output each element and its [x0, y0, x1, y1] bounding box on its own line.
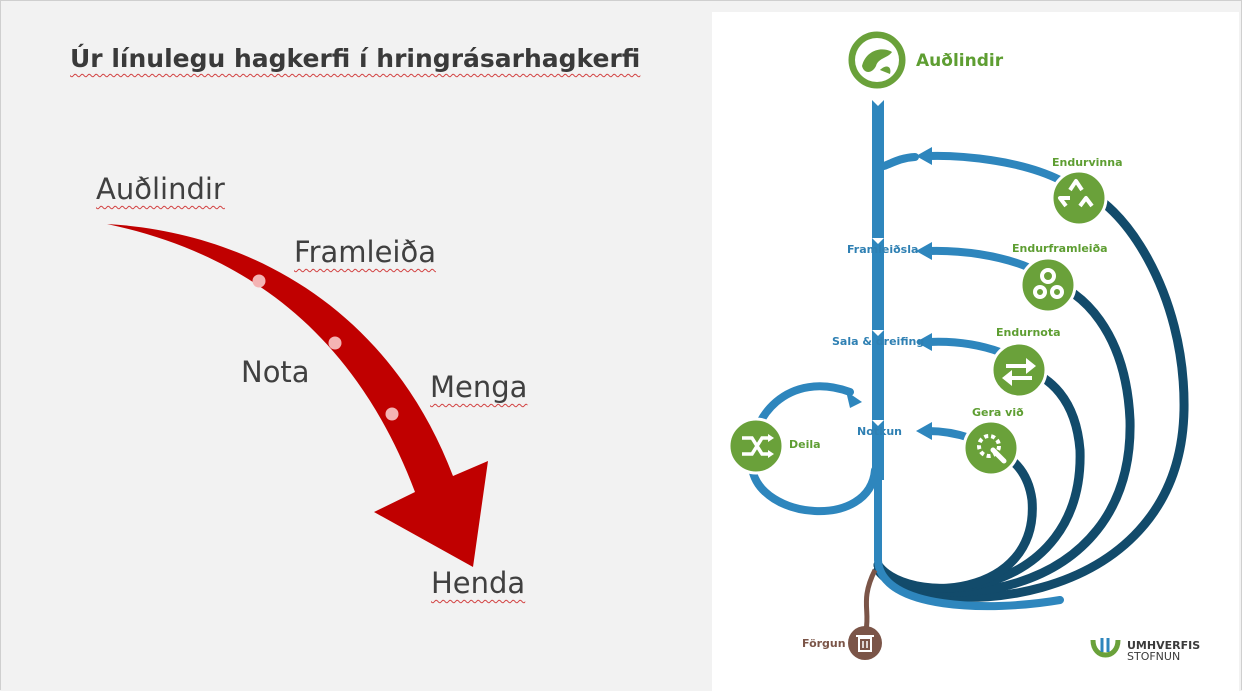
arc-remanufacture — [924, 246, 1034, 272]
word-resources: Auðlindir — [96, 172, 225, 206]
word-pollute: Menga — [430, 370, 528, 404]
bottom-return — [874, 466, 1064, 611]
circular-diagram-panel: Auðlindir Endurvinna Endurframleiða Endu… — [712, 12, 1239, 691]
share-label: Deila — [789, 438, 821, 451]
circular-diagram: Auðlindir Endurvinna Endurframleiða Endu… — [727, 28, 1200, 663]
stage-markers — [872, 238, 884, 426]
logo-line2: STOFNUN — [1127, 650, 1180, 663]
trash-icon — [848, 626, 882, 660]
loop-reuse — [873, 363, 1085, 593]
gears-icon — [1019, 256, 1077, 314]
arc-repair — [924, 427, 974, 442]
word-discard: Henda — [431, 566, 526, 600]
arc-reuse — [924, 337, 1004, 356]
recycle-label: Endurvinna — [1052, 156, 1123, 169]
resources-icon — [845, 28, 909, 92]
linear-arrow-graphic — [107, 224, 488, 567]
recycle-icon — [1050, 169, 1108, 227]
wrench-gear-icon — [962, 419, 1020, 477]
arc-recycle — [924, 151, 1064, 184]
main-trunk — [872, 100, 884, 480]
arrow-dot-2 — [328, 336, 342, 350]
word-use: Nota — [241, 355, 310, 389]
stage-production: Framleiðsla — [847, 243, 918, 256]
resources-label: Auðlindir — [916, 51, 1004, 71]
arrow-dot-1 — [252, 274, 266, 288]
loop-repair — [873, 445, 1037, 593]
word-produce: Framleiða — [294, 235, 436, 269]
swap-arrows-icon — [990, 341, 1048, 399]
slide-title: Úr línulegu hagkerfi í hringrásarhagkerf… — [70, 44, 641, 73]
remanufacture-label: Endurframleiða — [1012, 242, 1108, 255]
shuffle-icon — [727, 417, 785, 475]
loop-recycle — [873, 185, 1189, 602]
arrow-heads — [846, 147, 932, 440]
logo-line1: UMHVERFIS — [1127, 639, 1200, 652]
linear-red-arrow — [107, 224, 488, 567]
reuse-label: Endurnota — [996, 326, 1061, 339]
stage-use: Notkun — [857, 425, 902, 438]
disposal-label: Förgun — [802, 637, 846, 650]
arrow-dot-3 — [385, 407, 399, 421]
disposal-stem — [863, 568, 878, 631]
stage-sales: Sala & dreifing — [832, 335, 924, 348]
umhverfisstofnun-logo — [1090, 638, 1121, 658]
repair-label: Gera við — [972, 406, 1024, 419]
